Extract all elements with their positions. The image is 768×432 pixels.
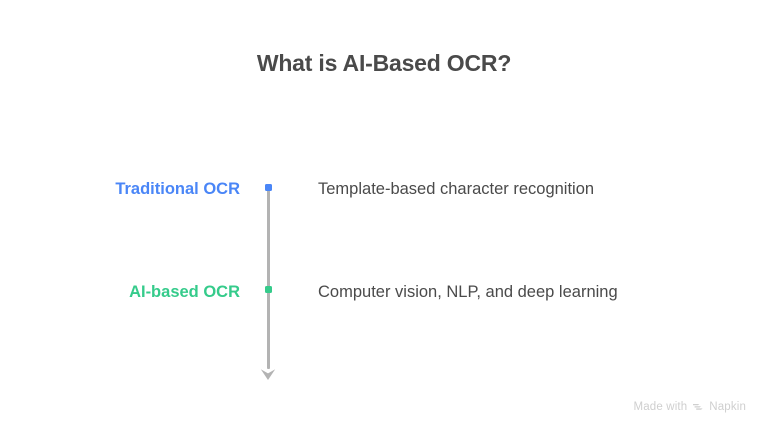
watermark-brand-label: Napkin [709,401,746,413]
timeline-label-ai-based-ocr: AI-based OCR [129,282,240,301]
timeline-marker-ai-based-ocr [264,286,272,293]
down-arrow-icon [259,364,277,381]
timeline-label-traditional-ocr: Traditional OCR [115,179,240,198]
watermark: Made with Napkin [634,401,746,413]
timeline-marker-traditional-ocr [264,184,272,191]
timeline-line [267,187,270,369]
watermark-made-with-label: Made with [633,401,688,413]
timeline-description-ai-based-ocr: Computer vision, NLP, and deep learning [318,282,618,301]
timeline-axis [255,178,281,390]
napkin-logo-icon [692,401,704,413]
timeline-row-ai-based-ocr: AI-based OCR Computer vision, NLP, and d… [0,280,768,304]
timeline-description-traditional-ocr: Template-based character recognition [318,179,595,198]
timeline-row-traditional-ocr: Traditional OCR Template-based character… [0,177,768,201]
page-title: What is AI-Based OCR? [256,50,512,76]
